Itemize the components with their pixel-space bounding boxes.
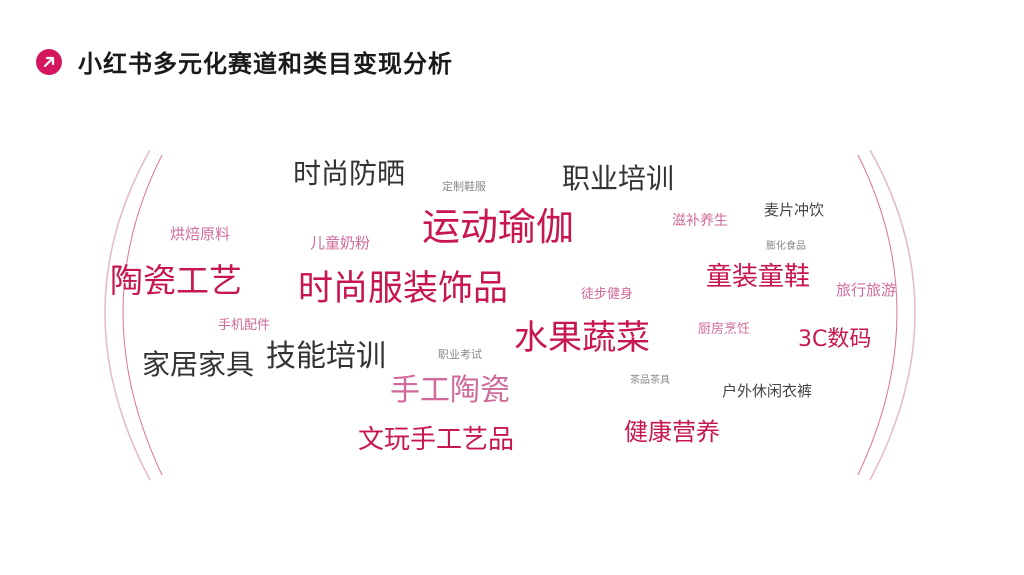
word-item: 旅行旅游 — [836, 281, 897, 299]
word-item: 滋补养生 — [672, 213, 728, 229]
word-item: 定制鞋服 — [442, 180, 486, 193]
right-arc — [869, 149, 916, 481]
word-item: 儿童奶粉 — [310, 234, 371, 252]
word-item: 手工陶瓷 — [390, 373, 510, 408]
word-item: 麦片冲饮 — [764, 201, 825, 219]
word-item: 健康营养 — [624, 418, 720, 446]
arrow-up-right-icon — [36, 48, 62, 75]
word-item: 家居家具 — [142, 348, 255, 381]
word-item: 童装童鞋 — [706, 262, 811, 292]
word-item: 手机配件 — [218, 318, 271, 333]
word-item: 时尚服装饰品 — [298, 269, 509, 309]
word-item: 3C数码 — [798, 327, 872, 352]
left-arc-inner — [122, 154, 163, 476]
word-item: 陶瓷工艺 — [110, 261, 242, 300]
word-item: 技能培训 — [266, 339, 386, 374]
left-arc — [104, 149, 151, 481]
word-item: 厨房烹饪 — [698, 322, 751, 337]
page-header: 小红书多元化赛道和类目变现分析 — [36, 44, 453, 79]
word-item: 时尚防晒 — [293, 157, 406, 190]
right-arc-inner — [857, 154, 898, 476]
word-item: 茶品茶具 — [630, 375, 670, 386]
page-title: 小红书多元化赛道和类目变现分析 — [78, 50, 453, 78]
word-item: 徒步健身 — [581, 287, 634, 302]
word-item: 职业考试 — [438, 348, 482, 361]
word-item: 水果蔬菜 — [514, 318, 650, 358]
word-item: 烘焙原料 — [170, 225, 231, 243]
word-item: 文玩手工艺品 — [358, 425, 515, 455]
word-item: 运动瑜伽 — [422, 205, 575, 249]
word-item: 膨化食品 — [766, 241, 806, 252]
word-item: 户外休闲衣裤 — [722, 382, 813, 400]
word-item: 职业培训 — [562, 162, 675, 195]
